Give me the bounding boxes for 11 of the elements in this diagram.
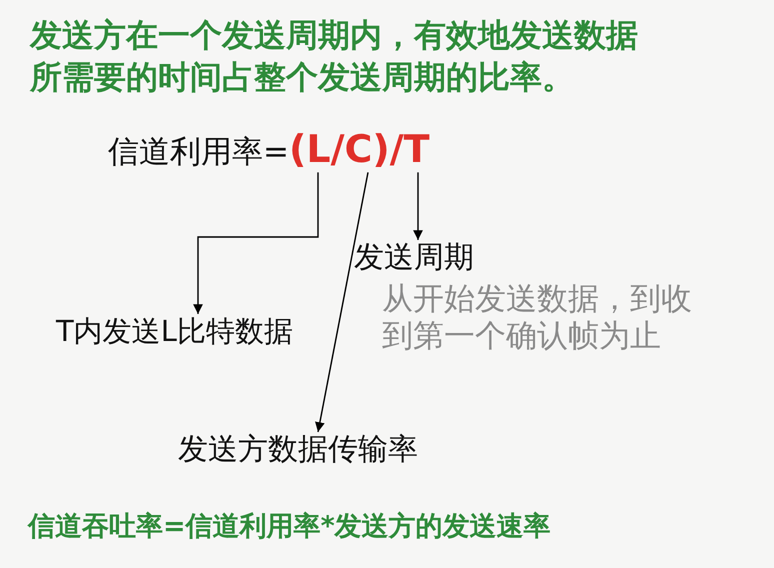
node-label: 发送周期 [354,240,475,277]
leader-arrow [193,172,319,314]
node-label: 发送方数据传输率 [178,432,418,469]
leader-arrow [315,172,369,432]
formula-text: 信道利用率= [108,134,289,170]
formula-text: (L/C)/T [288,127,430,171]
node-label: T内发送L比特数据 [56,314,293,350]
description: 从开始发送数据，到收到第一个确认帧为止 [382,280,693,356]
leader-arrow [413,172,423,240]
heading: 发送方在一个发送周期内，有效地发送数据所需要的时间占整个发送周期的比率。 [30,15,639,98]
formula-note: 信道吞吐率=信道利用率*发送方的发送速率 [28,510,551,544]
